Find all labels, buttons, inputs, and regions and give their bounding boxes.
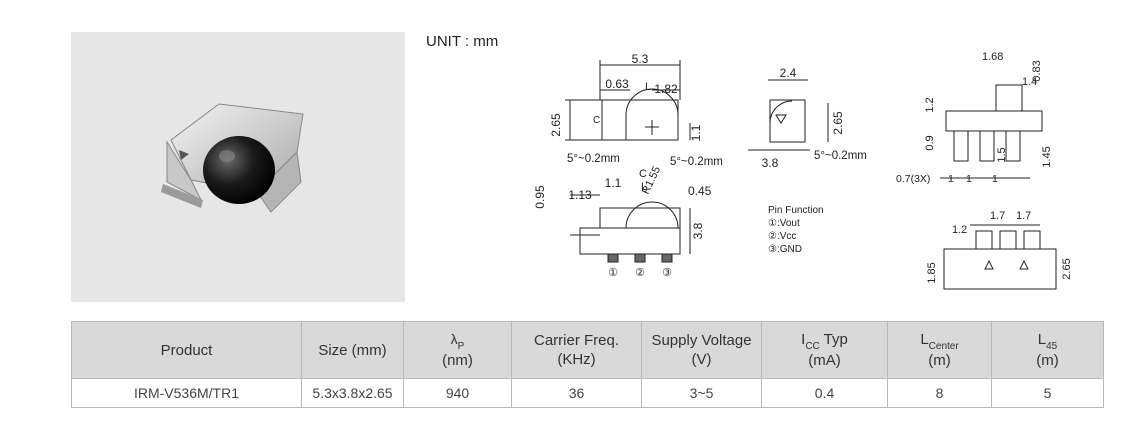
pin-function: Pin Function ①:Vout ②:Vcc ③:GND [768,205,824,255]
dim-17a: 1.7 [990,210,1005,222]
lc-unit: (m) [928,352,951,369]
tol-side: 5°~0.2mm [814,150,867,162]
front-view: 5.3 0.63 1.82 L 2.65 C 1.1 5°~0.2mm 5°~0… [549,52,723,168]
table-header-row: Product Size (mm) λP (nm) Carrier Freq. … [71,321,1104,379]
label-c-bottom: C [639,168,647,180]
dim-side-38: 3.8 [762,156,779,170]
dim-front-11: 1.1 [689,124,703,141]
dim-168: 1.68 [982,51,1003,63]
unit-label: UNIT : mm [426,33,499,50]
header-product: Product [71,321,302,379]
label-l-bottom: L [641,181,647,193]
lambda-symbol: λ [450,331,458,347]
dim-185: 1.85 [926,262,938,283]
lambda-unit: (nm) [442,352,473,369]
dim-bottom-11: 1.1 [605,176,622,190]
table-row: IRM-V536M/TR1 5.3x3.8x2.65 940 36 3~5 0.… [71,378,1104,408]
dim-one-2: 1 [966,173,972,185]
lc-sub: Center [928,341,959,352]
dim-045: 0.45 [688,184,712,198]
header-supply: Supply Voltage (V) [641,321,762,379]
cell-carrier: 36 [511,378,642,408]
pad-layout-top: 1.68 0.83 1.4 1.2 0.9 1.5 1.45 0.7(3X) 1… [896,51,1053,185]
side-view: 2.4 2.65 3.8 5°~0.2mm [748,66,867,170]
icc-unit: (mA) [808,352,841,369]
dim-145: 1.45 [1041,146,1053,167]
l45-sub: 45 [1046,341,1058,352]
dimension-drawing: 5.3 0.63 1.82 L 2.65 C 1.1 5°~0.2mm 5°~0… [533,51,1073,290]
dim-one-3: 1 [992,173,998,185]
tol-left: 5°~0.2mm [567,153,620,165]
ir-receiver-image [161,103,304,213]
dim-083: 0.83 [1031,60,1043,81]
dim-one-1: 1 [948,173,954,185]
dim-pad-12: 1.2 [924,97,936,112]
pin-function-1: ①:Vout [768,218,800,229]
header-carrier: Carrier Freq. (KHz) [511,321,642,379]
dim-side-265: 2.65 [831,111,845,135]
dim-09: 0.9 [924,135,936,150]
dim-side-24: 2.4 [780,66,797,80]
carrier-label: Carrier Freq. [533,332,619,349]
cell-product: IRM-V536M/TR1 [71,378,302,408]
cell-l45: 5 [991,378,1104,408]
spec-table: Product Size (mm) λP (nm) Carrier Freq. … [71,321,1104,408]
dim-113: 1.13 [568,188,592,202]
dim-front-height: 2.65 [549,113,563,137]
pad-layout-bottom: 1.2 1.7 1.7 1.85 2.65 [926,210,1073,290]
cell-lcenter: 8 [887,378,992,408]
bottom-view: 0.95 1.13 1.1 C L R1.55 0.45 3.8 ① ② ③ [533,165,712,279]
icc-symbol: I [801,331,806,348]
lambda-sub: P [457,341,465,352]
supply-label: Supply Voltage [651,332,752,349]
l45-symbol: L [1037,331,1047,348]
pin-function-title: Pin Function [768,205,824,216]
dim-15: 1.5 [996,147,1008,162]
dim-17b: 1.7 [1016,210,1031,222]
pin-2-label: ② [635,267,645,279]
dim-pad-bottom-12: 1.2 [952,224,967,236]
pin-1-label: ① [608,267,618,279]
label-c-front: C [593,115,600,126]
cell-icc: 0.4 [761,378,888,408]
dim-063: 0.63 [605,77,629,91]
pin-function-2: ②:Vcc [768,231,796,242]
dim-front-width: 5.3 [632,52,649,66]
dim-182: 1.82 [654,82,678,96]
icc-rest: Typ [819,331,848,348]
cell-lambda: 940 [403,378,512,408]
product-photo [71,32,405,302]
lc-symbol: L [920,331,929,348]
header-icc: ICC Typ (mA) [761,321,888,379]
l45-unit: (m) [1036,352,1059,369]
header-lambda: λP (nm) [403,321,512,379]
header-lcenter: LCenter (m) [887,321,992,379]
dim-095: 0.95 [533,185,547,209]
pin-function-3: ③:GND [768,244,802,255]
header-l45: L45 (m) [991,321,1104,379]
cell-size: 5.3x3.8x2.65 [301,378,404,408]
pin-3-label: ③ [662,267,672,279]
carrier-unit: (KHz) [557,351,596,368]
label-l-front: L [645,81,651,93]
dim-bottom-38: 3.8 [691,222,705,239]
icc-sub: CC [805,341,820,352]
dim-pad-265: 2.65 [1061,258,1073,279]
supply-unit: (V) [691,351,712,368]
tol-right: 5°~0.2mm [670,156,723,168]
dim-14: 1.4 [1022,76,1037,88]
cell-supply: 3~5 [641,378,762,408]
header-size: Size (mm) [301,321,404,379]
dim-07-3x: 0.7(3X) [896,173,930,185]
